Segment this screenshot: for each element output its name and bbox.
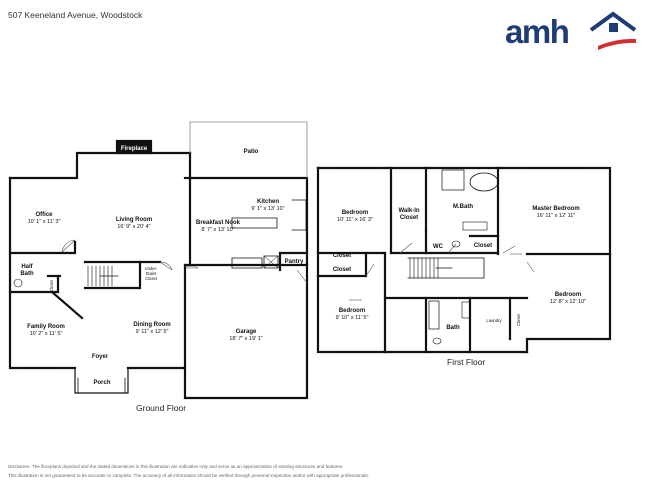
office-name: Office <box>35 212 53 218</box>
fireplace-label: Fireplace <box>121 146 148 152</box>
ground-closet-label: Closet <box>49 279 54 292</box>
master-bath-label: M.Bath <box>453 204 473 210</box>
bedroom-b-dims: 9' 10" x 11' 5" <box>336 315 369 321</box>
master-closet-label: Closet <box>474 243 492 249</box>
bedroom-c-name: Bedroom <box>555 292 581 298</box>
bedroom-a-name: Bedroom <box>342 210 368 216</box>
under-stairs-line1: Under- <box>145 266 158 271</box>
bedroom-a-dims: 10' 11" x 16' 3" <box>337 217 373 223</box>
closet-2-label: Closet <box>333 267 351 273</box>
disclaimer-line1: Disclaimer: The floorplans depicted and … <box>8 464 344 469</box>
walkin-closet-line2: Closet <box>400 215 418 221</box>
garage-name: Garage <box>236 329 257 335</box>
amh-logo: amh <box>505 10 637 52</box>
house-roof-icon <box>589 11 637 50</box>
under-stairs-line3: Closet <box>145 276 158 281</box>
master-bedroom-name: Master Bedroom <box>532 206 579 212</box>
breakfast-nook-name: Breakfast Nook <box>196 220 241 226</box>
foyer-label: Foyer <box>92 354 109 360</box>
walkin-closet-line1: Walk-In <box>398 208 419 214</box>
disclaimer: Disclaimer: The floorplans depicted and … <box>8 462 628 480</box>
kitchen-dims: 9' 1" x 13' 10" <box>251 206 284 212</box>
pantry-label: Pantry <box>285 259 304 265</box>
dining-room-dims: 9' 11" x 12' 5" <box>136 329 169 335</box>
garage-dims: 18' 7" x 19' 1" <box>229 336 262 342</box>
porch-label: Porch <box>93 380 110 386</box>
logo-text: amh <box>505 13 570 50</box>
under-stairs-line2: Stairs <box>146 271 157 276</box>
half-bath-label-line2: Bath <box>20 271 34 277</box>
kitchen-name: Kitchen <box>257 199 279 205</box>
master-bedroom-dims: 16' 11" x 12' 11" <box>537 213 576 219</box>
living-room-name: Living Room <box>116 217 152 223</box>
living-room-dims: 16' 9" x 20' 4" <box>117 224 150 230</box>
bath-label: Bath <box>446 325 460 331</box>
bedroom-b-name: Bedroom <box>339 308 365 314</box>
closet-1-label: Closet <box>333 253 351 259</box>
family-room-name: Family Room <box>27 324 65 330</box>
breakfast-nook-dims: 8' 7" x 13' 10" <box>201 227 234 233</box>
family-room-dims: 10' 2" x 11' 5" <box>30 331 63 337</box>
dining-room-name: Dining Room <box>133 322 170 328</box>
half-bath-label-line1: Half <box>21 264 33 270</box>
ground-floor-label: Ground Floor <box>136 403 187 413</box>
first-floor-label: First Floor <box>447 357 486 367</box>
patio-label: Patio <box>244 149 259 155</box>
vertical-closet-label: Closet <box>516 313 521 326</box>
bedroom-c-dims: 12' 8" x 12' 10" <box>550 299 586 305</box>
wc-label: WC <box>433 244 444 250</box>
disclaimer-line2: This illustration is not guaranteed to b… <box>8 473 369 478</box>
laundry-label: Laundry <box>486 318 502 323</box>
office-dims: 10' 1" x 11' 3" <box>28 219 61 225</box>
property-address: 507 Keeneland Avenue, Woodstock <box>8 10 143 20</box>
